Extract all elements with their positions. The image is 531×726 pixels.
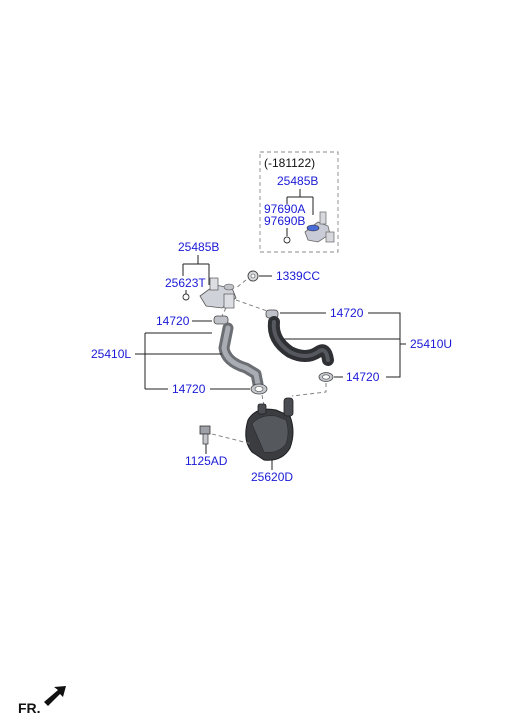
oil-cooler-icon xyxy=(245,397,294,461)
label-25410u[interactable]: 25410U xyxy=(410,337,452,351)
leader-25485b xyxy=(182,255,210,285)
oring-icon xyxy=(182,293,190,301)
variant-part-25485b[interactable]: 25485B xyxy=(277,174,318,188)
variant-fitting-icon xyxy=(304,211,335,243)
upper-fitting-icon xyxy=(199,277,237,309)
label-14720-right-top[interactable]: 14720 xyxy=(330,306,364,320)
label-25620d[interactable]: 25620D xyxy=(251,470,293,484)
label-25485b[interactable]: 25485B xyxy=(178,240,219,254)
dash-clamp-cooler xyxy=(291,383,327,397)
bolt-1339cc-icon xyxy=(247,270,259,282)
clamp-right-bottom-icon xyxy=(318,372,334,382)
label-25623t[interactable]: 25623T xyxy=(165,276,206,290)
front-arrow-icon xyxy=(44,686,66,706)
label-14720-left-top[interactable]: 14720 xyxy=(156,314,190,328)
label-25410l[interactable]: 25410L xyxy=(91,347,131,361)
label-1125ad[interactable]: 1125AD xyxy=(185,454,228,468)
bolt-1125ad-icon xyxy=(199,425,211,445)
clamp-left-top-icon xyxy=(213,315,229,325)
label-14720-right-bottom[interactable]: 14720 xyxy=(346,370,380,384)
variant-box xyxy=(259,151,339,253)
dash-fitting-hoses xyxy=(221,299,271,317)
dash-bolt-fitting xyxy=(235,279,247,289)
variant-part-97690a[interactable]: 97690A xyxy=(264,202,305,216)
variant-oring-icon xyxy=(283,236,291,244)
variant-date-note[interactable]: (-181122) xyxy=(264,156,315,170)
leader-25410u xyxy=(284,312,406,378)
variant-leader xyxy=(286,189,314,215)
leader-25410l xyxy=(135,332,222,390)
variant-part-97690b[interactable]: 97690B xyxy=(264,214,305,228)
label-1339cc[interactable]: 1339CC xyxy=(276,269,320,283)
front-indicator-label: FR. xyxy=(18,700,41,716)
clamp-left-bottom-icon xyxy=(250,383,268,395)
label-14720-left-bottom[interactable]: 14720 xyxy=(172,382,206,396)
